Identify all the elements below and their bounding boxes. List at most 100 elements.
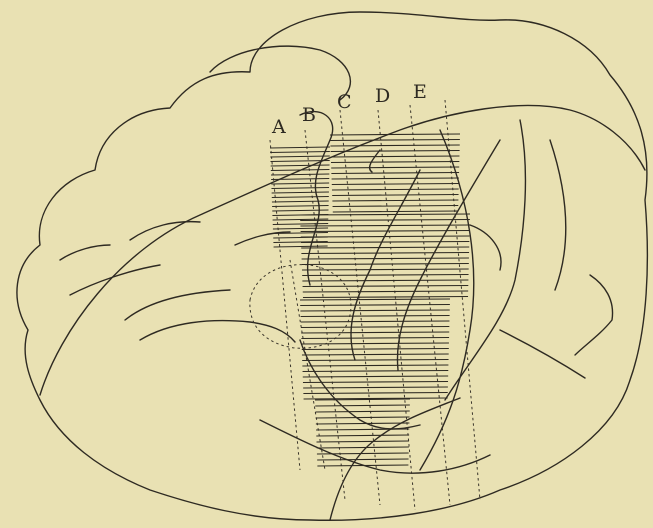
hatch-line bbox=[301, 327, 449, 328]
hatch-line bbox=[316, 417, 410, 418]
sulcus-11 bbox=[550, 140, 566, 290]
region-circle bbox=[250, 265, 351, 349]
hatch-line bbox=[273, 228, 328, 229]
sulcus-8 bbox=[351, 170, 420, 360]
hatch-line bbox=[316, 435, 409, 436]
hatch-line bbox=[300, 299, 450, 300]
hatch-line bbox=[316, 429, 409, 430]
hatch-line bbox=[303, 376, 448, 377]
hatch-line bbox=[332, 189, 459, 190]
hatch-line bbox=[332, 195, 458, 196]
hatch-line bbox=[301, 231, 470, 232]
hatch-line bbox=[271, 170, 330, 171]
hatch-line bbox=[301, 316, 450, 317]
hatch-line bbox=[272, 201, 329, 202]
hatch-line bbox=[271, 188, 329, 189]
hatch-line bbox=[302, 365, 448, 366]
hatch-line bbox=[302, 275, 468, 276]
hatch-line bbox=[302, 258, 469, 259]
lateral-fissure bbox=[40, 106, 645, 395]
sulcus-1 bbox=[70, 265, 160, 295]
section-label-d: D bbox=[375, 85, 390, 107]
hatch-line bbox=[270, 156, 329, 157]
hatch-line bbox=[330, 145, 459, 146]
hatch-line bbox=[272, 210, 328, 211]
hatch-line bbox=[301, 332, 449, 333]
sulcus-12 bbox=[575, 275, 613, 355]
frontal-curve bbox=[500, 330, 585, 378]
section-label-b: B bbox=[302, 104, 316, 126]
brain-outline bbox=[17, 12, 647, 520]
sulcus-2 bbox=[125, 290, 230, 320]
hatch-line bbox=[331, 156, 460, 157]
hatch-line bbox=[332, 200, 458, 201]
temporal-curve bbox=[300, 340, 420, 429]
hatch-line bbox=[272, 197, 329, 198]
hatch-line bbox=[273, 224, 328, 225]
hatch-line bbox=[272, 192, 329, 193]
hatch-line bbox=[271, 174, 329, 175]
sulcus-9 bbox=[397, 140, 500, 370]
hatch-line bbox=[303, 286, 469, 287]
hatch-line bbox=[317, 447, 409, 448]
hatch-line bbox=[315, 405, 410, 406]
sulcus-3 bbox=[140, 321, 295, 342]
hatch-line bbox=[316, 423, 410, 424]
sulcus-7 bbox=[370, 150, 380, 172]
hatch-line bbox=[301, 338, 449, 339]
hatch-line bbox=[302, 280, 468, 281]
hatch-line bbox=[300, 310, 449, 311]
hatch-line bbox=[270, 147, 330, 148]
hatch-line bbox=[272, 206, 328, 207]
section-label-c: C bbox=[337, 91, 352, 113]
hatch-line bbox=[303, 371, 449, 372]
hatch-line bbox=[302, 349, 449, 350]
section-line-c bbox=[340, 110, 380, 505]
hatch-line bbox=[302, 360, 448, 361]
hatch-line bbox=[332, 178, 459, 179]
hatched-area bbox=[270, 134, 470, 466]
hatch-line bbox=[331, 162, 459, 163]
sulcus-6 bbox=[130, 222, 200, 240]
hatch-line bbox=[302, 269, 469, 270]
section-line-f bbox=[445, 100, 480, 500]
hatch-line bbox=[303, 297, 468, 298]
hatch-line bbox=[271, 165, 330, 166]
hatch-line bbox=[330, 140, 460, 141]
hatch-line bbox=[301, 321, 450, 322]
hatch-line bbox=[301, 253, 469, 254]
sulcus-5 bbox=[60, 245, 110, 260]
hatch-line bbox=[333, 211, 458, 212]
section-line-g bbox=[270, 140, 300, 470]
hatch-line bbox=[301, 247, 469, 248]
hatch-line bbox=[302, 354, 449, 355]
hatch-line bbox=[274, 246, 328, 247]
sulcus-13 bbox=[470, 225, 501, 270]
hatch-line bbox=[300, 305, 450, 306]
hatch-line bbox=[302, 264, 469, 265]
hatch-line bbox=[302, 343, 449, 344]
hatch-line bbox=[332, 184, 459, 185]
hatch-line bbox=[315, 411, 409, 412]
section-label-e: E bbox=[413, 81, 427, 103]
section-label-a: A bbox=[271, 116, 286, 138]
hatch-line bbox=[330, 134, 460, 135]
hatch-line bbox=[331, 167, 459, 168]
sulcus-4 bbox=[235, 232, 290, 245]
hatch-line bbox=[300, 220, 470, 221]
hatch-line bbox=[333, 206, 459, 207]
hatch-line bbox=[317, 441, 409, 442]
cerebellum-outline bbox=[210, 46, 350, 100]
hatch-line bbox=[317, 459, 408, 460]
hatch-line bbox=[331, 151, 460, 152]
hatch-line bbox=[303, 291, 468, 292]
right-lobe-curve bbox=[420, 130, 474, 470]
hatch-line bbox=[317, 465, 408, 466]
hatch-line bbox=[271, 183, 329, 184]
hatch-line bbox=[303, 393, 447, 394]
hatch-line bbox=[301, 236, 470, 237]
hatch-line bbox=[300, 225, 469, 226]
hatch-line bbox=[270, 152, 330, 153]
